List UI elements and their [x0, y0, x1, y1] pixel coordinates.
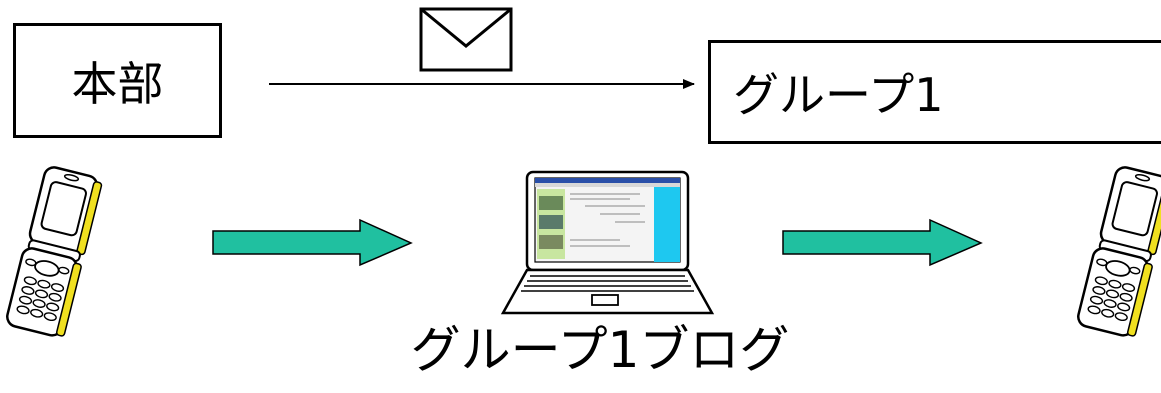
blog-caption: グループ1ブログ — [410, 321, 790, 379]
envelope-icon — [419, 7, 513, 72]
flow-arrow-to-receiver — [782, 218, 983, 267]
group-box: グループ1 — [708, 40, 1161, 144]
flow-arrow-to-blog — [212, 218, 413, 267]
receiver-phone-icon — [1077, 166, 1161, 337]
laptop-icon — [500, 170, 715, 315]
group-label: グループ1 — [733, 68, 944, 122]
sender-phone-icon — [6, 166, 103, 337]
headquarters-box: 本部 — [13, 23, 222, 138]
headquarters-label: 本部 — [71, 56, 164, 111]
